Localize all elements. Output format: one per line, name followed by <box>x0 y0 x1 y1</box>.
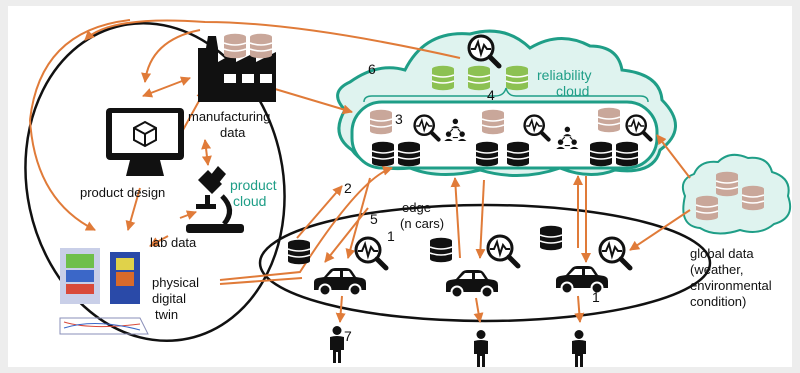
step-number-6: 6 <box>368 61 376 77</box>
reliability-cloud-label-line2: cloud <box>556 83 589 99</box>
edge-ellipse <box>258 203 712 323</box>
global-data-label-line2: (weather, <box>690 262 743 277</box>
reliability-cloud-label-line1: reliability <box>537 67 591 83</box>
product-cloud-label-line1: product <box>230 177 277 193</box>
factory-db-1 <box>223 33 247 59</box>
edge-magnifier-3-icon <box>600 238 630 268</box>
manufacturing-label-line1: manufacturing <box>188 109 270 124</box>
physical-twin-label-line2: digital <box>152 291 186 306</box>
monitor-icon <box>106 108 184 176</box>
cloud-black-db-5 <box>589 141 613 167</box>
product-cloud-label-line2: cloud <box>233 193 266 209</box>
step-number-1b: 1 <box>592 289 600 305</box>
simulation-images <box>59 248 149 335</box>
factory-icon <box>198 36 276 102</box>
edge-magnifier-2-icon <box>488 236 518 266</box>
person-icon-3 <box>572 330 586 367</box>
diagram-frame <box>8 6 792 367</box>
cloud-black-db-1 <box>371 141 395 167</box>
green-db-3 <box>505 65 529 91</box>
edge-magnifier-1-icon <box>356 238 386 268</box>
car-icon-1 <box>313 267 367 297</box>
factory-db-2 <box>249 33 273 59</box>
car-icon-3 <box>555 265 609 295</box>
cloud-tan-db-2 <box>481 109 505 135</box>
step-number-4: 4 <box>487 87 495 103</box>
cloud-brace <box>363 87 649 103</box>
manufacturing-label-line2: data <box>220 125 246 140</box>
step-number-1: 1 <box>387 228 395 244</box>
physical-twin-label-line1: physical <box>152 275 199 290</box>
global-data-label-line4: condition) <box>690 294 746 309</box>
global-db-3 <box>741 185 765 211</box>
arrows <box>29 19 691 323</box>
car-icon-2 <box>445 269 499 299</box>
cloud-tan-db-1 <box>369 109 393 135</box>
global-db-2 <box>715 171 739 197</box>
edge-db-3 <box>539 225 563 251</box>
physical-twin-label-line3: twin <box>155 307 178 322</box>
cloud-black-db-6 <box>615 141 639 167</box>
person-icon-1 <box>330 326 344 363</box>
green-db-1 <box>431 65 455 91</box>
product-design-label: product design <box>80 185 165 200</box>
person-icon-2 <box>474 330 488 367</box>
edge-db-1 <box>287 239 311 265</box>
lab-data-label: lab data <box>150 235 197 250</box>
cloud-tan-db-3 <box>597 107 621 133</box>
step-number-5: 5 <box>370 211 378 227</box>
step-number-3: 3 <box>395 111 403 127</box>
step-number-7: 7 <box>344 328 352 344</box>
cloud-black-db-3 <box>475 141 499 167</box>
global-db-1 <box>695 195 719 221</box>
global-data-label-line3: environmental <box>690 278 772 293</box>
edge-label-line1: edge <box>402 200 431 215</box>
edge-db-2 <box>429 237 453 263</box>
global-data-label-line1: global data <box>690 246 754 261</box>
step-number-2: 2 <box>344 180 352 196</box>
cloud-black-db-4 <box>506 141 530 167</box>
microscope-icon <box>186 166 244 233</box>
edge-label-line2: (n cars) <box>400 216 444 231</box>
product-cloud-ellipse <box>24 21 286 343</box>
cloud-black-db-2 <box>397 141 421 167</box>
